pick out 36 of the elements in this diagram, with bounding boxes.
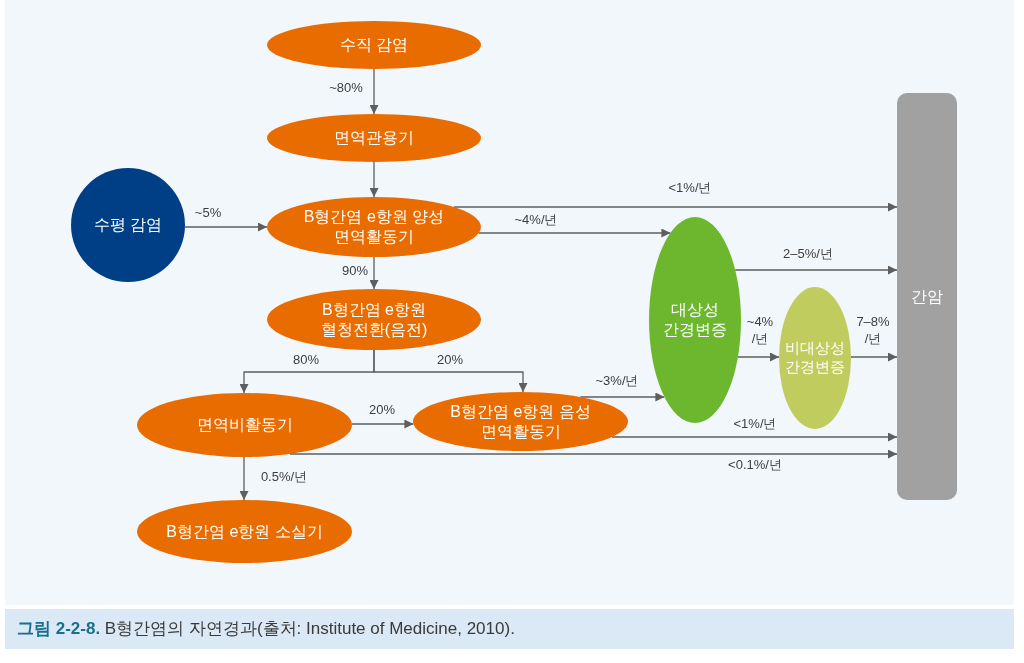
node-label: 수평 감염 bbox=[93, 215, 163, 235]
node-label: 비대상성 간경변증 bbox=[784, 339, 846, 377]
arrow bbox=[184, 222, 268, 232]
outcome-bar bbox=[897, 93, 957, 500]
edge-label: 2–5%/년 bbox=[782, 245, 834, 263]
node-label: B형간염 e항원 양성 면역활동기 bbox=[302, 207, 446, 247]
arrow bbox=[289, 449, 898, 459]
node-label: B형간염 e항원 혈청전환(음전) bbox=[319, 299, 429, 340]
arrow bbox=[453, 202, 898, 212]
arrow bbox=[369, 161, 379, 198]
edge-label: ~4% /년 bbox=[744, 314, 776, 348]
arrow bbox=[611, 432, 898, 442]
edge-label: 0.5%/년 bbox=[259, 468, 309, 486]
arrow bbox=[850, 352, 898, 362]
node-label: B형간염 e항원 음성 면역활동기 bbox=[449, 401, 592, 442]
arrow bbox=[369, 256, 379, 290]
node-label: 면역관용기 bbox=[334, 128, 414, 148]
edge-label: <0.1%/년 bbox=[727, 456, 783, 474]
edge-label: <1%/년 bbox=[667, 179, 713, 197]
edge-label: ~3%/년 bbox=[594, 372, 640, 390]
arrow bbox=[734, 265, 898, 275]
node-label: 대상성 간경변증 bbox=[662, 300, 728, 340]
figure-caption: 그림 2-2-8. B형간염의 자연경과(출처: Institute of Medicine, 2010). bbox=[17, 618, 515, 641]
edge-label: ~4%/년 bbox=[513, 211, 559, 229]
node-label: 면역비활동기 bbox=[196, 415, 293, 435]
arrow bbox=[351, 419, 415, 429]
arrow bbox=[478, 228, 672, 238]
node-label: 수직 감염 bbox=[339, 35, 409, 55]
arrow bbox=[369, 68, 379, 115]
arrow bbox=[737, 352, 780, 362]
edge-label: <1%/년 bbox=[732, 415, 778, 433]
node-label: 간암 bbox=[911, 286, 943, 307]
node-label: B형간염 e항원 소실기 bbox=[166, 521, 323, 542]
arrow bbox=[239, 456, 249, 501]
arrow bbox=[373, 349, 528, 393]
arrow bbox=[579, 392, 666, 402]
